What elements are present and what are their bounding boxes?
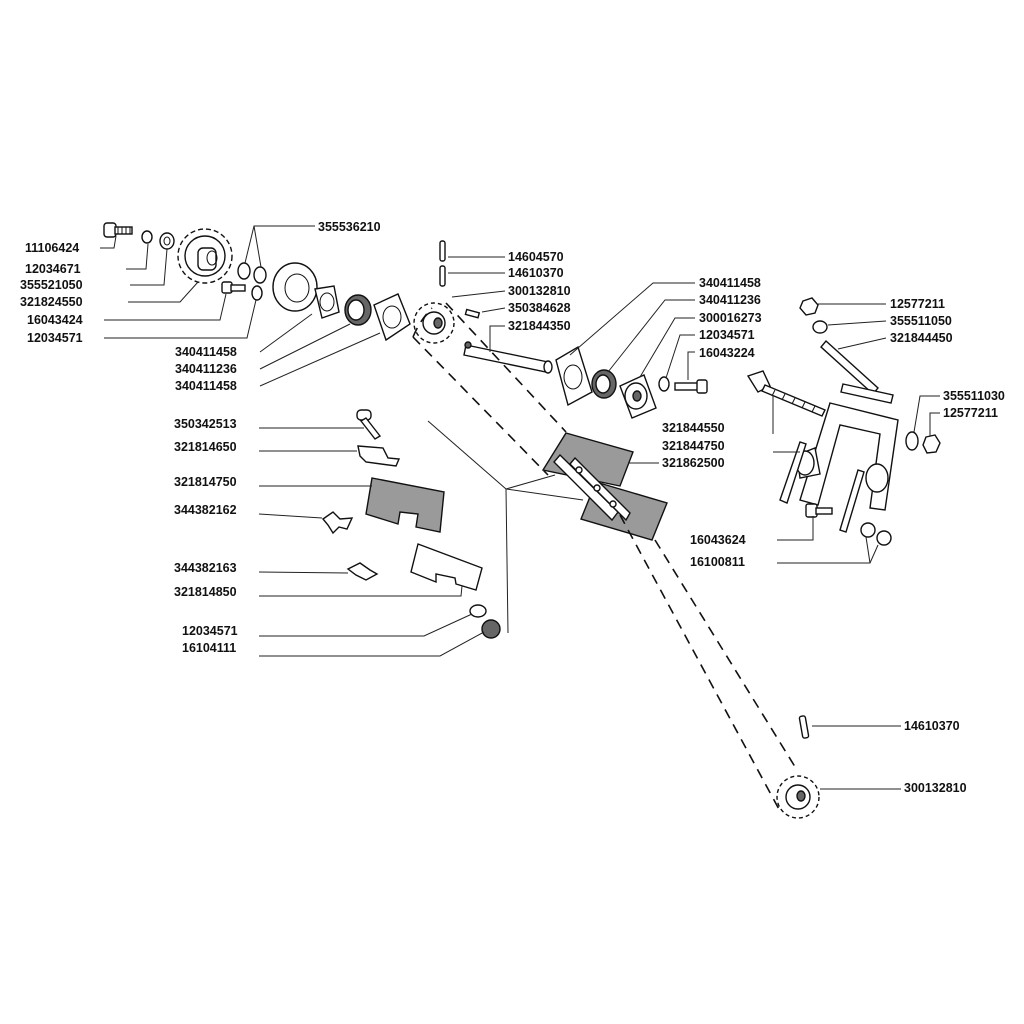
washer-355511030 [905, 431, 919, 451]
bevel-gear-300132810-a [413, 302, 455, 344]
part-number-label: 321862500 [662, 456, 725, 470]
part-number-label: 321814650 [174, 440, 237, 454]
washer-355511050 [812, 320, 828, 334]
round-cover [272, 262, 318, 312]
plate-321814650 [357, 445, 401, 467]
part-labels: 11106424 12034671 355521050 321824550 16… [20, 220, 1005, 795]
part-number-label: 344382163 [174, 561, 237, 575]
part-number-label: 300016273 [699, 311, 762, 325]
part-number-label: 11106424 [25, 241, 79, 255]
bolt-11106424 [103, 222, 133, 238]
part-number-label: 340411236 [699, 293, 761, 307]
pin-14610370-a [439, 265, 446, 287]
screw-16043424 [221, 281, 246, 294]
part-number-label: 16104111 [182, 641, 236, 655]
part-number-label: 16043624 [690, 533, 746, 547]
plate-321814850 [410, 543, 483, 591]
clip-344382162 [321, 511, 354, 535]
part-number-label: 321824550 [20, 295, 83, 309]
part-number-label: 321844350 [508, 319, 571, 333]
nut-16104111 [481, 619, 501, 639]
part-number-label: 321844750 [662, 439, 725, 453]
washer-355521050 [159, 232, 175, 250]
chain-assembly-321862500 [541, 432, 668, 541]
part-number-label: 12577211 [943, 406, 998, 420]
part-number-label: 350384628 [508, 301, 571, 315]
flange-340411458-b [373, 293, 411, 342]
part-number-label: 300132810 [904, 781, 967, 795]
part-number-label: 321814750 [174, 475, 237, 489]
part-number-label: 340411458 [175, 345, 237, 359]
part-number-label: 355511030 [943, 389, 1005, 403]
pin-14610370-b [798, 715, 810, 739]
nut-12577211-a [799, 297, 819, 316]
washer-12034571-b [658, 376, 670, 392]
part-number-label: 350342513 [174, 417, 237, 431]
bearing-340411236-b [591, 369, 617, 399]
part-number-label: 14610370 [904, 719, 960, 733]
part-number-label: 340411458 [699, 276, 761, 290]
part-number-label: 12034571 [182, 624, 238, 638]
part-number-label: 300132810 [508, 284, 571, 298]
part-number-label: 340411236 [175, 362, 237, 376]
part-number-label: 16100811 [690, 555, 745, 569]
leader-lines [100, 225, 940, 790]
clip-344382163 [346, 562, 379, 581]
part-number-label: 12577211 [890, 297, 945, 311]
part-number-label: 16043424 [27, 313, 83, 327]
bevel-gear-300132810-b [776, 775, 820, 819]
part-number-label: 340411458 [175, 379, 237, 393]
nut-16100811-b [876, 530, 892, 546]
shaft-321844350 [463, 341, 553, 374]
washer-355536210-a [237, 262, 251, 280]
washer-12034671 [141, 230, 153, 244]
bolt-321844450 [820, 339, 894, 404]
pad-321814750 [365, 477, 445, 533]
nut-12577211-b [922, 434, 941, 454]
housing-300016273 [619, 374, 657, 419]
part-number-label: 321814850 [174, 585, 237, 599]
part-number-label: 16043224 [699, 346, 755, 360]
washer-12034571-c [469, 604, 487, 618]
part-number-label: 12034571 [699, 328, 755, 342]
washer-12034571-a [251, 285, 263, 301]
part-number-label: 344382162 [174, 503, 237, 517]
part-number-label: 321844450 [890, 331, 953, 345]
part-number-label: 355536210 [318, 220, 381, 234]
gasket-340411458-a [314, 285, 340, 319]
screw-350342513 [356, 409, 382, 440]
part-number-label: 12034571 [27, 331, 83, 345]
key-350384628 [464, 308, 481, 319]
part-number-label: 12034671 [25, 262, 81, 276]
part-number-label: 14610370 [508, 266, 564, 280]
bracket-321844750 [779, 402, 899, 533]
bolt-16043624 [805, 503, 833, 518]
part-number-label: 321844550 [662, 421, 725, 435]
part-drawings [103, 222, 941, 819]
part-number-label: 355511050 [890, 314, 952, 328]
washer-355536210-b [253, 266, 267, 284]
bearing-340411236-a [344, 294, 372, 326]
chain-path [445, 302, 567, 433]
nut-16100811-a [860, 522, 876, 538]
lever-321844550 [746, 370, 826, 417]
part-number-label: 14604570 [508, 250, 564, 264]
bolt-16043224 [674, 379, 708, 394]
part-number-label: 355521050 [20, 278, 83, 292]
sprocket-321824550 [177, 228, 233, 284]
gasket-340411458-c [555, 345, 593, 407]
pin-14604570 [439, 240, 446, 262]
